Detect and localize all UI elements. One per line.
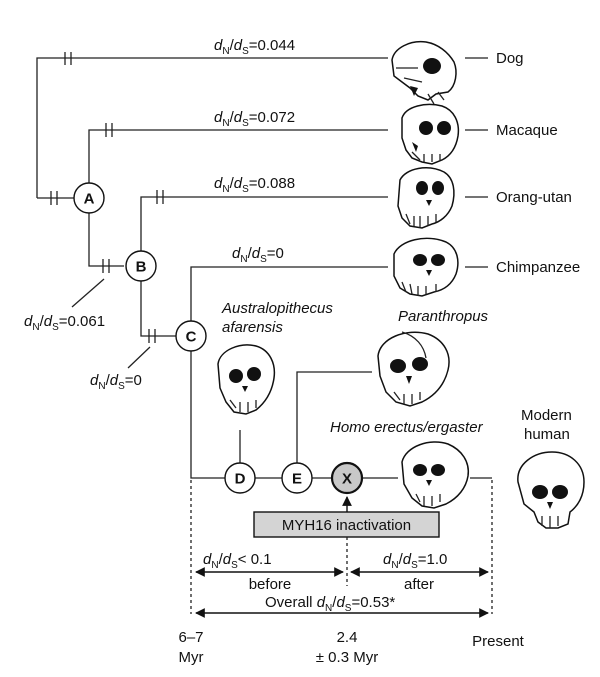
- modern-human-skull-icon: [517, 451, 585, 529]
- time-end-label: Present: [472, 633, 525, 650]
- taxon-paranthropus: Paranthropus: [398, 308, 489, 325]
- taxon-orangutan: Orang-utan: [496, 189, 572, 206]
- node-e-label: E: [292, 471, 302, 488]
- taxon-australopithecus-genus: Australopithecus: [221, 300, 333, 317]
- dog-skull-icon: [391, 40, 457, 105]
- taxon-australopithecus-species: afarensis: [222, 319, 283, 336]
- myh16-event: MYH16 inactivation: [253, 496, 440, 586]
- node-a: A: [73, 182, 105, 214]
- orangutan-skull-icon: [397, 167, 455, 229]
- tree-branches: [36, 52, 493, 614]
- taxon-dog: Dog: [496, 50, 524, 67]
- period-after-label: after: [404, 576, 434, 593]
- taxon-modern-human-line2: human: [524, 426, 570, 443]
- node-a-label: A: [84, 191, 95, 208]
- time-mid-value: 2.4: [337, 629, 358, 646]
- taxon-homo-erectus: Homo erectus/ergaster: [330, 419, 484, 436]
- time-mid-uncertainty: ± 0.3 Myr: [316, 649, 378, 666]
- ratio-orangutan: dN/dS=0.088: [214, 175, 295, 195]
- myh16-event-label: MYH16 inactivation: [282, 517, 411, 534]
- period-before-label: before: [249, 576, 292, 593]
- node-b: B: [125, 250, 157, 282]
- taxon-macaque: Macaque: [496, 122, 558, 139]
- australopithecus-skull-icon: [217, 344, 276, 415]
- node-x-label: X: [342, 471, 352, 488]
- ratio-before: dN/dS< 0.1: [203, 551, 272, 571]
- node-d-label: D: [235, 471, 246, 488]
- ratio-dog: dN/dS=0.044: [214, 37, 295, 57]
- ratio-after: dN/dS=1.0: [383, 551, 447, 571]
- chimpanzee-skull-icon: [393, 237, 459, 297]
- ratio-chimpanzee: dN/dS=0: [232, 245, 284, 265]
- node-c-label: C: [186, 329, 197, 346]
- macaque-skull-icon: [401, 103, 460, 165]
- node-x: X: [330, 461, 364, 495]
- homo-erectus-skull-icon: [401, 441, 470, 509]
- ratio-overall: Overall dN/dS=0.53*: [265, 594, 395, 614]
- taxon-chimpanzee: Chimpanzee: [496, 259, 580, 276]
- node-d: D: [224, 462, 256, 494]
- node-c: C: [175, 320, 207, 352]
- ratio-branch-b: dN/dS=0.061: [24, 313, 105, 333]
- node-b-label: B: [136, 259, 147, 276]
- time-start-unit: Myr: [179, 649, 204, 666]
- taxon-modern-human-line1: Modern: [521, 407, 572, 424]
- time-start-value: 6–7: [178, 629, 203, 646]
- ratio-branch-c: dN/dS=0: [90, 372, 142, 392]
- ratio-macaque: dN/dS=0.072: [214, 109, 295, 129]
- paranthropus-skull-icon: [377, 331, 450, 407]
- period-arrows: [195, 567, 489, 618]
- node-e: E: [281, 462, 313, 494]
